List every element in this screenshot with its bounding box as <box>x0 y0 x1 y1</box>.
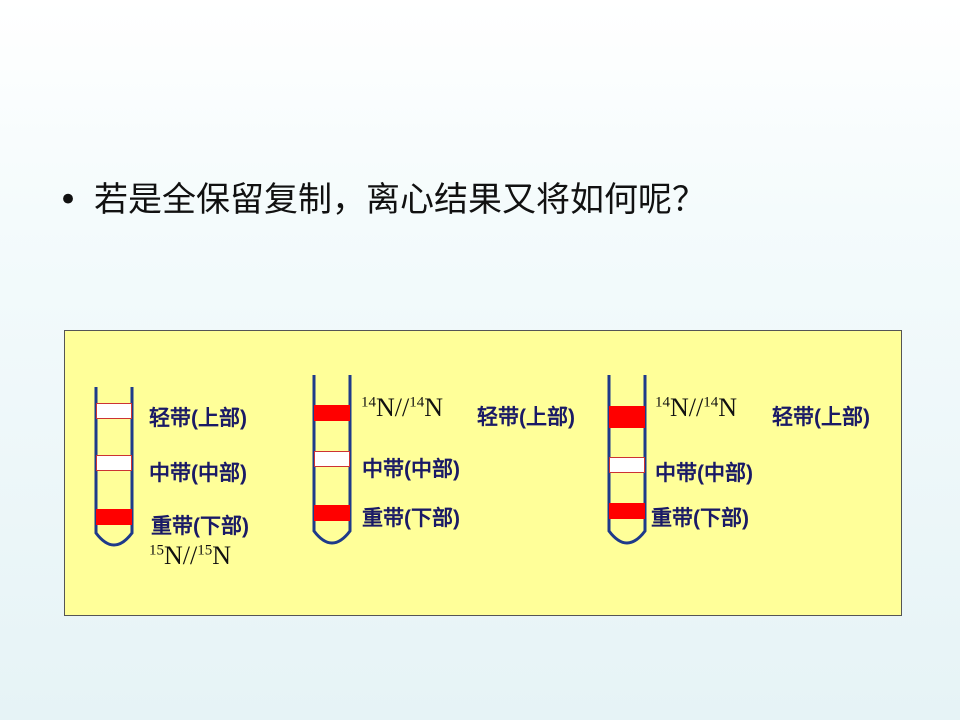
band-heavy <box>609 503 645 519</box>
band-middle <box>314 451 350 467</box>
centrifuge-diagram-panel: 轻带(上部) 中带(中部) 重带(下部) 15N//15N 14N//14N 轻… <box>64 330 902 616</box>
tube-reference <box>94 387 134 553</box>
label-heavy: 重带(下部) <box>151 515 249 538</box>
band-middle <box>96 455 132 471</box>
question-text: 若是全保留复制，离心结果又将如何呢？ <box>94 180 706 220</box>
tube-outline <box>607 375 647 545</box>
band-light <box>609 406 645 428</box>
tube-outline <box>312 375 352 545</box>
tube-generation-1 <box>312 375 352 551</box>
tube-generation-2 <box>607 375 647 551</box>
label-middle: 中带(中部) <box>362 458 460 481</box>
label-heavy: 重带(下部) <box>651 507 749 530</box>
band-light <box>314 405 350 421</box>
label-middle: 中带(中部) <box>149 462 247 485</box>
isotope-label-14n-14n: 14N//14N <box>655 393 738 422</box>
label-light: 轻带(上部) <box>477 406 575 429</box>
label-light: 轻带(上部) <box>149 407 247 430</box>
label-light: 轻带(上部) <box>772 406 870 429</box>
bullet-dot: • <box>58 180 79 220</box>
band-heavy <box>314 505 350 521</box>
band-middle <box>609 457 645 473</box>
band-light <box>96 403 132 419</box>
isotope-label-14n-14n: 14N//14N <box>361 393 444 422</box>
isotope-label-15n-15n: 15N//15N <box>149 541 232 570</box>
label-heavy: 重带(下部) <box>362 507 460 530</box>
question-bullet: • 若是全保留复制，离心结果又将如何呢？ <box>58 172 706 221</box>
tube-outline <box>94 387 134 547</box>
label-middle: 中带(中部) <box>655 462 753 485</box>
band-heavy <box>96 509 132 525</box>
